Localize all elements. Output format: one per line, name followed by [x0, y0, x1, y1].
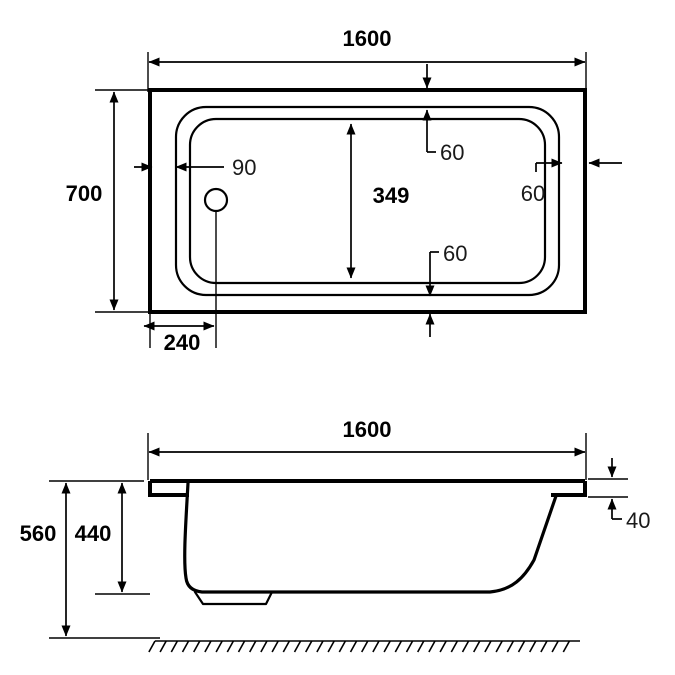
base-foot-detail: [193, 590, 274, 606]
waste-outlet-circle: [203, 187, 229, 213]
floor-hatching: [148, 640, 571, 653]
floor-hatch-tick: [293, 640, 302, 653]
floor-hatch-tick: [562, 640, 571, 653]
floor-hatch-tick: [215, 640, 223, 653]
floor-hatch-tick: [473, 640, 481, 653]
dim-label-elev-length: 1600: [343, 417, 392, 442]
floor-hatch-tick: [237, 640, 246, 653]
floor-hatch-tick: [349, 640, 358, 653]
floor-hatch-tick: [260, 640, 268, 653]
floor-hatch-tick: [271, 640, 279, 653]
floor-hatch-tick: [417, 640, 425, 653]
floor-hatch-tick: [450, 640, 459, 653]
dim-label-elev-total-height: 560: [20, 521, 57, 546]
floor-hatch-tick: [305, 640, 313, 653]
floor-hatch-tick: [484, 640, 492, 653]
dim-label-rim-bottom: 60: [443, 241, 467, 266]
floor-hatch-tick: [148, 640, 156, 653]
floor-hatch-tick: [181, 640, 190, 653]
floor-hatch-tick: [506, 640, 515, 653]
floor-hatch-tick: [439, 640, 447, 653]
floor-hatch-tick: [428, 640, 436, 653]
floor-hatch-tick: [338, 640, 347, 653]
floor-hatch-tick: [282, 640, 291, 653]
floor-hatch-tick: [383, 640, 391, 653]
floor-hatch-tick: [204, 640, 212, 653]
floor-hatch-tick: [517, 640, 526, 653]
dim-label-rim-left: 90: [232, 155, 256, 180]
floor-hatch-tick: [372, 640, 380, 653]
floor-hatch-tick: [529, 640, 537, 653]
tub-bowl-rounded-rectangle: [188, 117, 547, 285]
left-rim-lip: [148, 481, 189, 497]
floor-hatch-tick: [405, 640, 414, 653]
elevation-view-group: 1600 560 440 40: [20, 417, 650, 653]
floor-hatch-tick: [327, 640, 335, 653]
right-rim-lip: [551, 481, 587, 497]
floor-hatch-tick: [461, 640, 470, 653]
floor-hatch-tick: [193, 640, 201, 653]
floor-hatch-tick: [495, 640, 503, 653]
dim-label-rim-right: 60: [521, 181, 545, 206]
floor-hatch-tick: [249, 640, 257, 653]
dim-label-plan-length: 1600: [343, 26, 392, 51]
floor-hatch-tick: [170, 640, 179, 653]
dim-label-inner-length: 349: [373, 183, 410, 208]
floor-hatch-tick: [394, 640, 403, 653]
floor-hatch-tick: [551, 640, 559, 653]
dim-label-rim-thickness: 40: [626, 508, 650, 533]
plan-view-group: 1600 700 240 90 349 60 60 60: [66, 26, 622, 355]
floor-hatch-tick: [316, 640, 324, 653]
floor-hatch-tick: [159, 640, 167, 653]
dim-label-waste-offset: 240: [164, 330, 201, 355]
dim-label-elev-tub-height: 440: [75, 521, 112, 546]
floor-hatch-tick: [540, 640, 548, 653]
floor-hatch-tick: [226, 640, 235, 653]
dim-label-rim-top: 60: [440, 140, 464, 165]
tub-rim-rounded-rectangle: [174, 105, 561, 297]
tub-outer-rectangle: [148, 88, 587, 314]
tub-body-profile: [183, 481, 558, 594]
dim-label-plan-width: 700: [66, 181, 103, 206]
floor-hatch-tick: [361, 640, 369, 653]
